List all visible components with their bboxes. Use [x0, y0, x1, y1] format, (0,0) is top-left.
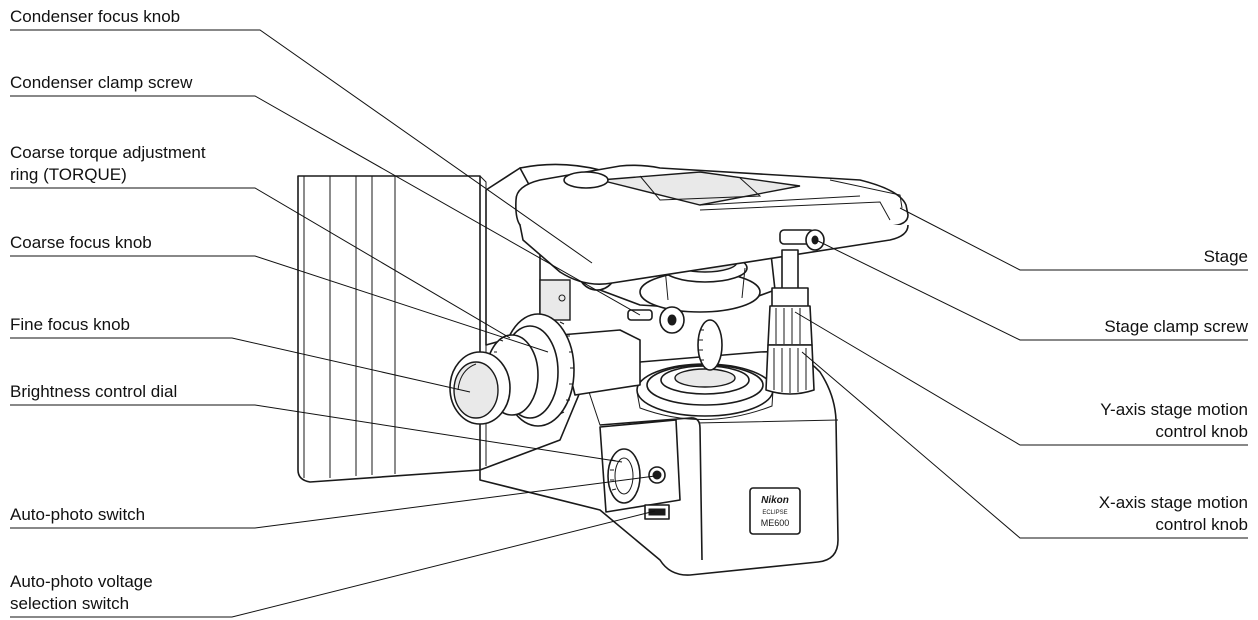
microscope-arm	[297, 175, 487, 483]
leader-x-axis-knob	[801, 351, 1248, 539]
label-y-axis-line1: Y-axis stage motion	[1100, 400, 1248, 419]
leader-auto-photo-voltage-switch	[10, 510, 656, 618]
label-auto-photo-voltage-line1: Auto-photo voltage	[10, 572, 153, 591]
label-auto-photo-switch: Auto-photo switch	[10, 505, 145, 524]
label-condenser-focus-knob: Condenser focus knob	[10, 7, 180, 26]
microscope-illustration	[297, 163, 909, 576]
callout-labels: Condenser focus knob Condenser clamp scr…	[10, 7, 1249, 613]
leader-condenser-focus-knob	[10, 29, 593, 264]
field-lens-port	[636, 363, 774, 420]
label-coarse-focus-knob: Coarse focus knob	[10, 233, 152, 252]
label-y-axis-line2: control knob	[1155, 422, 1248, 441]
label-coarse-torque-line1: Coarse torque adjustment	[10, 143, 206, 162]
label-fine-focus-knob: Fine focus knob	[10, 315, 130, 334]
label-stage-clamp-screw: Stage clamp screw	[1104, 317, 1248, 336]
logo-model: ME600	[761, 518, 790, 528]
label-stage: Stage	[1204, 247, 1248, 266]
label-x-axis-line1: X-axis stage motion	[1099, 493, 1248, 512]
leader-fine-focus-knob	[10, 337, 471, 393]
label-x-axis-line2: control knob	[1155, 515, 1248, 534]
logo-badge: Nikon ECLIPSE ME600	[761, 495, 790, 528]
focus-knobs-illustration	[449, 313, 641, 427]
leader-lines	[10, 29, 1248, 618]
stage-illustration	[515, 164, 909, 285]
leader-condenser-clamp-screw	[10, 95, 641, 316]
label-brightness-control-dial: Brightness control dial	[10, 382, 177, 401]
logo-brand: Nikon	[761, 495, 789, 506]
leader-auto-photo-switch	[10, 475, 656, 529]
logo-series: ECLIPSE	[762, 510, 787, 516]
leader-stage	[899, 207, 1248, 271]
label-coarse-torque-line2: ring (TORQUE)	[10, 165, 127, 184]
leader-stage-clamp-screw	[815, 239, 1248, 341]
leader-y-axis-knob	[794, 311, 1248, 446]
stage-clamp-screw-illustration	[779, 229, 825, 251]
leader-coarse-torque-ring	[10, 187, 511, 339]
label-auto-photo-voltage-line2: selection switch	[10, 594, 129, 613]
stage-motion-knobs	[765, 249, 815, 395]
label-condenser-clamp-screw: Condenser clamp screw	[10, 73, 193, 92]
leader-coarse-focus-knob	[10, 255, 549, 353]
leader-brightness-control-dial	[10, 404, 623, 463]
